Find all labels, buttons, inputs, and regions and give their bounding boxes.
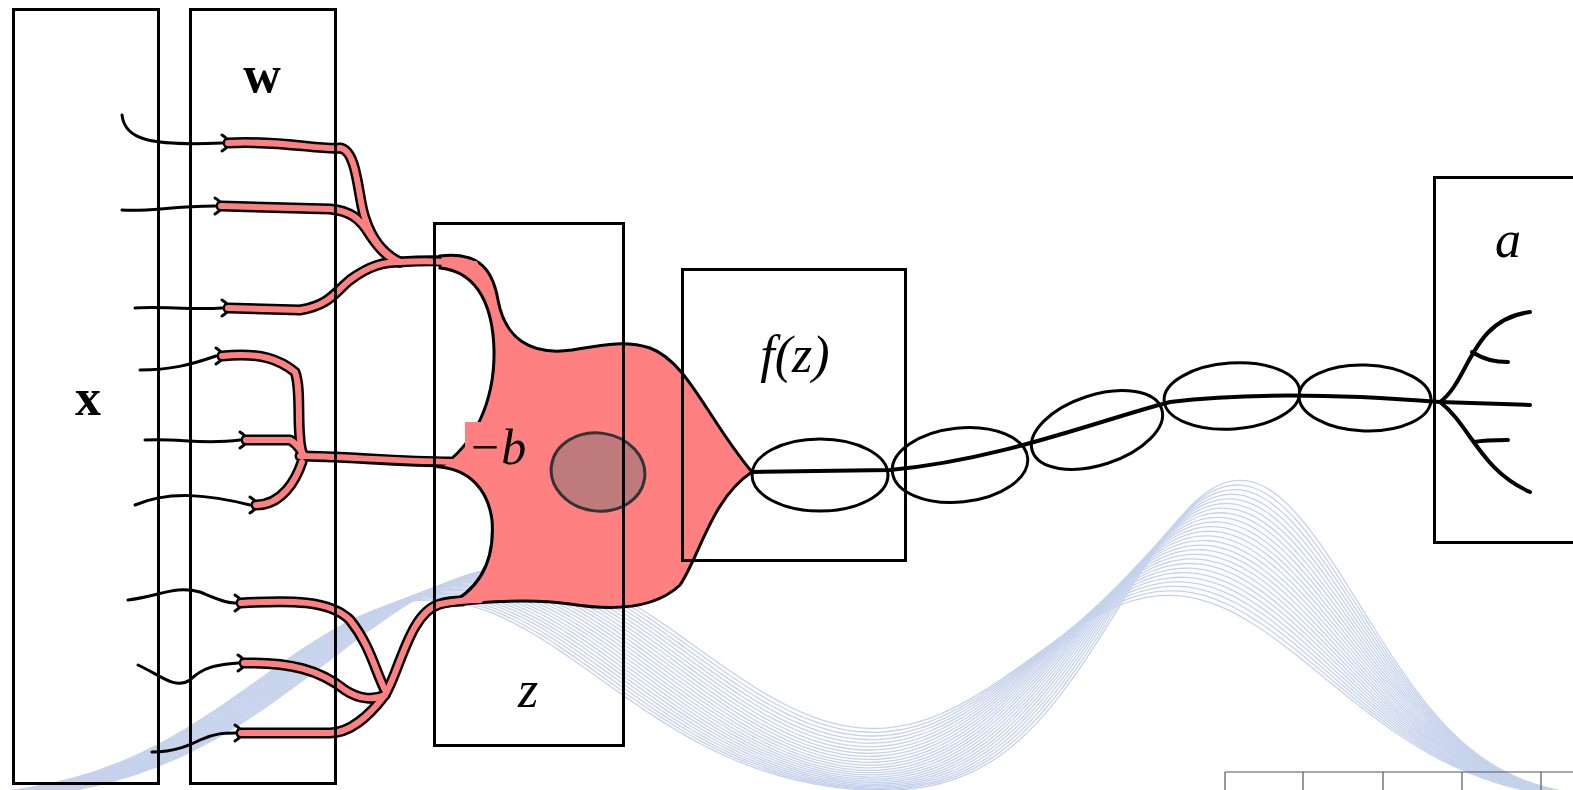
background-wave — [0, 573, 1573, 790]
background-wave — [0, 527, 1573, 790]
background-wave — [0, 508, 1573, 790]
myelin-segment — [889, 421, 1032, 509]
input-axon — [122, 115, 222, 144]
variable-label: x — [72, 372, 104, 424]
dendrite — [221, 206, 400, 262]
variable-label: a — [1492, 214, 1524, 266]
dendrite — [256, 462, 302, 505]
background-wave — [0, 540, 1573, 790]
myelin-segment — [1022, 376, 1173, 485]
myelin-segment — [752, 439, 888, 511]
background-wave — [0, 559, 1573, 790]
input-axon — [152, 733, 235, 752]
background-wave — [0, 490, 1573, 790]
terminal-branch — [1474, 440, 1508, 442]
dendrite — [256, 462, 302, 505]
dendrite-fills — [221, 142, 480, 733]
terminal-branch — [1440, 312, 1530, 402]
variable-box: x — [12, 8, 160, 785]
terminal-branch — [1440, 402, 1530, 405]
axis-line — [1225, 771, 1573, 772]
dendrite — [300, 456, 470, 462]
background-wave — [0, 536, 1573, 790]
input-axon — [135, 307, 222, 308]
background-wave — [0, 568, 1573, 790]
dendrite — [244, 663, 385, 698]
axis-tick — [1225, 772, 1541, 790]
input-axon — [140, 356, 216, 370]
background-wave — [0, 517, 1573, 790]
input-axon — [138, 663, 238, 683]
dendrite — [244, 663, 385, 698]
dendrite — [228, 262, 400, 310]
variable-label: f(z) — [757, 329, 832, 381]
variable-box: w — [189, 8, 337, 785]
variable-box: −b z — [433, 222, 625, 747]
nucleus — [546, 427, 650, 517]
input-axon — [128, 590, 235, 603]
background-waves — [0, 480, 1573, 790]
background-wave — [0, 550, 1573, 790]
dendrite — [241, 695, 385, 733]
variable-box: f(z) — [681, 268, 907, 562]
input-axon — [135, 496, 250, 505]
dendrite — [246, 440, 304, 455]
variable-label: −b — [465, 422, 530, 472]
axon — [752, 396, 1440, 472]
dendrite — [228, 262, 400, 310]
dendrite-outlines — [221, 142, 462, 733]
terminal-branch — [1440, 402, 1530, 492]
axon-terminals — [1440, 312, 1530, 492]
axis-ticks — [1225, 772, 1573, 790]
cell-body — [440, 255, 752, 607]
dendrite — [241, 602, 385, 690]
input-axon — [122, 206, 215, 210]
variable-label: z — [515, 664, 541, 716]
background-wave — [0, 566, 1573, 790]
dendrite — [398, 261, 475, 264]
terminal-branch — [1472, 352, 1508, 362]
background-wave — [0, 567, 1573, 790]
myelin-sheath — [752, 358, 1432, 511]
dendrite — [246, 440, 304, 455]
variable-label: w — [240, 49, 284, 101]
background-wave — [0, 569, 1573, 790]
variable-box: a — [1433, 176, 1573, 544]
